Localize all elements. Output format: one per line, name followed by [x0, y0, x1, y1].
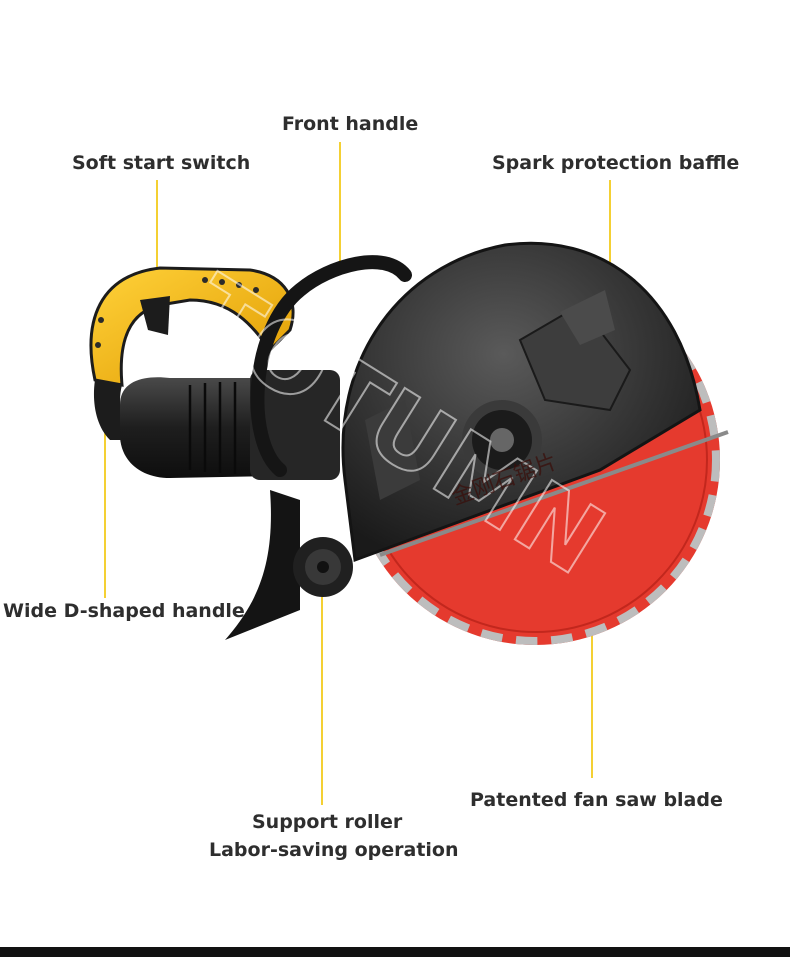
label-soft-start-switch: Soft start switch: [72, 152, 251, 174]
label-wide-d-handle: Wide D-shaped handle: [3, 600, 245, 622]
label-front-handle: Front handle: [282, 113, 419, 135]
bottom-divider: [0, 947, 790, 957]
blade-edge-graphic: [379, 430, 729, 557]
label-spark-protection-baffle: Spark protection baffle: [492, 152, 740, 174]
label-fan-saw-blade: Patented fan saw blade: [470, 789, 723, 811]
blade-hub-graphic: [462, 400, 542, 480]
guard-graphic: [341, 241, 702, 563]
front-handle-graphic: [250, 255, 412, 477]
label-labor-saving: Labor-saving operation: [209, 839, 459, 861]
base-plate-graphic: [225, 490, 300, 640]
support-roller-graphic: [293, 537, 353, 597]
label-support-roller: Support roller: [252, 811, 403, 833]
motor-body-graphic: [119, 370, 340, 480]
d-handle-graphic: [89, 266, 295, 440]
